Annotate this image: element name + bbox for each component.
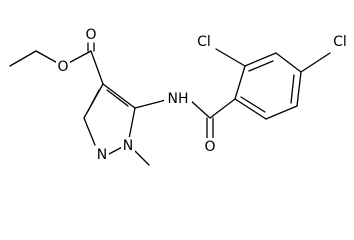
bond-aryl-c5-c6 <box>265 105 298 120</box>
molecule-structure: O O NH Cl Cl N N O <box>9 27 347 166</box>
bond-aryl-c3-c4 <box>275 52 302 73</box>
oxygen-ester-carbonyl-label: O <box>85 27 96 43</box>
bond-ring-c3-n2 <box>83 117 96 146</box>
bond-ring-c5-c4 <box>102 83 136 109</box>
chlorine-ortho-label: Cl <box>197 34 211 50</box>
bond-nh-amide-carbon <box>189 99 211 119</box>
chlorine-para-label: Cl <box>333 34 347 50</box>
bond-aryl-c2-c3 <box>244 52 277 67</box>
bond-aryl-c6-c1-inner <box>240 96 266 113</box>
bond-aryl-c1-c2 <box>234 65 246 100</box>
oxygen-amide-label: O <box>204 139 215 155</box>
bond-c5-nh <box>134 99 167 109</box>
bond-aryl-c4-c5-inner <box>290 74 295 104</box>
bond-ring-c5-c4-inner <box>106 89 129 107</box>
oxygen-ester-label: O <box>57 59 68 75</box>
amide-nh-label: NH <box>168 91 189 107</box>
pyrazole-nitrogen-1-label: N <box>123 138 133 154</box>
bond-carbonyl-carbon-ring <box>90 50 104 85</box>
bond-aryl-c6-c1 <box>234 98 267 120</box>
bond-para-chlorine <box>300 52 331 73</box>
bond-methyl-ethyl <box>9 50 37 67</box>
bond-ring-c4-c3-inner <box>87 89 100 112</box>
bond-ortho-chlorine <box>215 48 246 67</box>
bond-aryl-c2-c3-inner <box>248 60 274 72</box>
bond-amide-carbon-aryl <box>209 98 236 119</box>
bond-aryl-c4-c5 <box>296 71 302 107</box>
pyrazole-nitrogen-2-label: N <box>97 147 107 163</box>
